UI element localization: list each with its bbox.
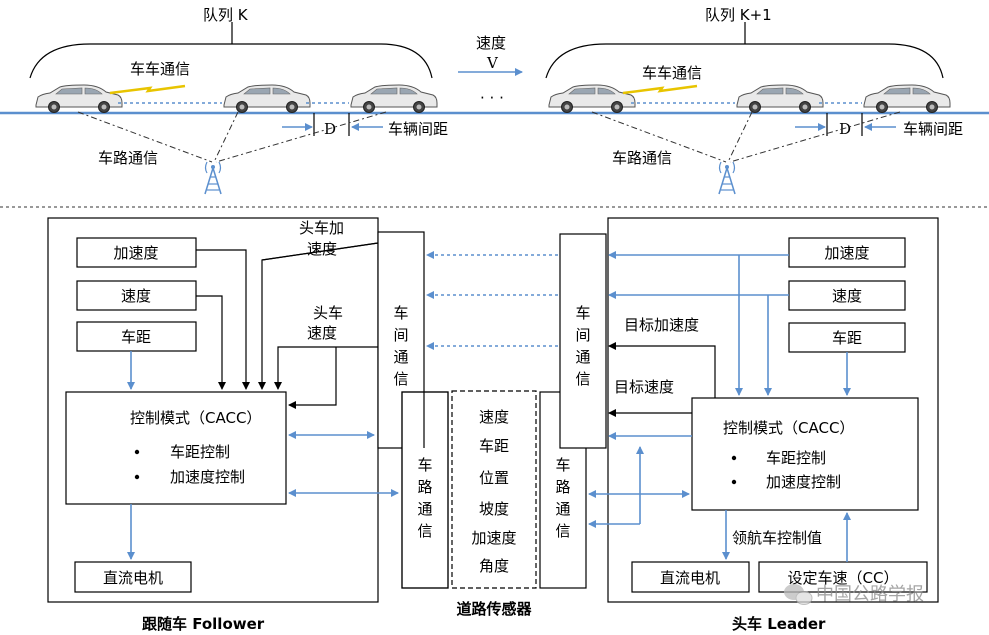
svg-text:加速度: 加速度	[113, 244, 158, 262]
leader-control-box	[691, 397, 919, 511]
leader-control-title: 控制模式（CACC）	[723, 419, 854, 437]
svg-text:速度: 速度	[121, 287, 151, 305]
svg-text:间: 间	[393, 326, 408, 344]
svg-text:间: 间	[575, 326, 590, 344]
leader-accel-box	[788, 237, 906, 268]
follower-distance-box	[76, 321, 197, 352]
svg-text:加速度控制: 加速度控制	[170, 468, 245, 486]
follower-dc-motor-box	[74, 561, 192, 593]
follower-speed-box	[76, 280, 197, 311]
leader-speed-box	[788, 280, 906, 311]
svg-text:车距: 车距	[832, 329, 862, 347]
leader-panel: 加速度 速度 车距 控制模式（CACC） 车距控制 加速度控制 目标加速度 目标…	[588, 217, 939, 633]
svg-text:车距: 车距	[121, 328, 151, 346]
car-icon	[863, 84, 951, 113]
svg-text:车距控制: 车距控制	[766, 449, 826, 467]
svg-text:通: 通	[555, 500, 570, 518]
antenna-tower-icon	[718, 161, 736, 195]
svg-text:通: 通	[575, 348, 590, 366]
leader-title: 头车 Leader	[732, 615, 826, 633]
head-speed-label-2: 速度	[307, 324, 337, 342]
v2i-label-left: 车路通信	[98, 149, 158, 167]
lightning-icon	[622, 84, 698, 95]
leader-v2v-box	[559, 233, 607, 449]
svg-text:速度: 速度	[479, 408, 509, 426]
svg-text:信: 信	[417, 522, 432, 540]
v2v-label-right: 车车通信	[642, 64, 702, 82]
svg-text:信: 信	[555, 522, 570, 540]
gap-d-right: D	[839, 120, 851, 138]
svg-text:车距控制: 车距控制	[170, 443, 230, 461]
svg-text:信: 信	[393, 370, 408, 388]
svg-text:直流电机: 直流电机	[103, 569, 163, 587]
car-icon	[736, 84, 824, 113]
antenna-tower-icon	[204, 161, 222, 195]
svg-text:车: 车	[555, 456, 570, 474]
platoon-k1-label: 队列 K+1	[705, 6, 772, 24]
follower-control-box	[65, 391, 287, 505]
svg-text:车: 车	[393, 304, 408, 322]
gap-text-right: 车辆间距	[903, 120, 963, 138]
head-accel-label-1: 头车加	[299, 219, 344, 237]
follower-accel-box	[76, 237, 197, 268]
road-sensor-title: 道路传感器	[456, 600, 532, 618]
platoon-k-label: 队列 K	[203, 6, 249, 24]
v2i-label-right: 车路通信	[612, 149, 672, 167]
svg-text:角度: 角度	[479, 557, 509, 575]
follower-title: 跟随车 Follower	[142, 615, 265, 633]
target-accel-label: 目标加速度	[624, 316, 699, 334]
watermark-text: 中国公路学报	[816, 584, 924, 605]
head-speed-label-1: 头车	[313, 304, 343, 322]
svg-text:加速度控制: 加速度控制	[766, 473, 841, 491]
top-scene: 队列 K 队列 K+1 速度 V · · · 车车通信 车车通信 D	[0, 6, 989, 208]
svg-text:路: 路	[555, 478, 570, 496]
head-accel-label-2: 速度	[307, 240, 337, 258]
follower-panel: 加速度 速度 车距 控制模式（CACC） 车距控制 加速度控制 直流电机 头车加…	[47, 217, 399, 633]
ellipsis: · · ·	[480, 89, 504, 107]
car-icon	[223, 84, 311, 113]
leader-distance-box	[788, 322, 906, 353]
v2v-label-left: 车车通信	[130, 60, 190, 78]
svg-text:车距: 车距	[479, 437, 509, 455]
follower-v2i-box	[401, 391, 449, 589]
svg-text:信: 信	[575, 370, 590, 388]
platoon-k-bracket	[29, 43, 433, 79]
road-sensor-box	[451, 390, 537, 589]
comm-section: 车 间 通 信 车 路 通 信 速度 车距 位置 坡度 加速度 角度 道路传感器…	[377, 231, 607, 618]
svg-text:直流电机: 直流电机	[660, 569, 720, 587]
follower-control-title: 控制模式（CACC）	[130, 409, 261, 427]
cruise-value-label: 领航车控制值	[732, 529, 822, 547]
watermark: 中国公路学报	[784, 584, 924, 605]
gap-text-left: 车辆间距	[388, 120, 448, 138]
gap-d-left: D	[324, 120, 336, 138]
svg-text:车: 车	[575, 304, 590, 322]
svg-text:通: 通	[393, 348, 408, 366]
speed-label: 速度	[476, 34, 506, 52]
platoon-k1-bracket	[545, 43, 944, 79]
svg-text:坡度: 坡度	[479, 500, 509, 518]
svg-text:位置: 位置	[479, 469, 509, 487]
svg-text:通: 通	[417, 500, 432, 518]
lightning-icon	[109, 84, 186, 95]
car-icon	[35, 84, 123, 113]
svg-text:速度: 速度	[832, 287, 862, 305]
speed-symbol: V	[486, 54, 499, 72]
svg-text:加速度: 加速度	[824, 244, 869, 262]
svg-text:路: 路	[417, 478, 432, 496]
target-speed-label: 目标速度	[614, 378, 674, 396]
car-icon	[350, 84, 438, 113]
svg-text:加速度: 加速度	[471, 529, 516, 547]
car-icon	[548, 84, 636, 113]
leader-dc-motor-box	[631, 561, 750, 593]
svg-text:车: 车	[417, 456, 432, 474]
svg-text:设定车速（CC）: 设定车速（CC）	[788, 569, 899, 587]
